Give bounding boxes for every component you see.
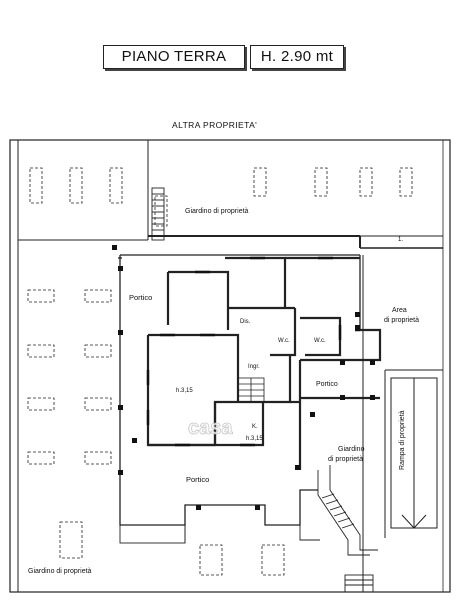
label-garden-property: di proprietà <box>328 456 363 463</box>
label-portico-left: Portico <box>129 293 152 302</box>
label-height-a: h.3,15 <box>176 388 193 394</box>
internal-stair <box>237 377 265 403</box>
label-portico-bottom: Portico <box>186 475 209 484</box>
label-portico-right: Portico <box>316 381 338 388</box>
floor-title: PIANO TERRA <box>103 45 245 69</box>
label-other-property: ALTRA PROPRIETA' <box>172 120 257 130</box>
label-garden: Giardino <box>338 446 365 453</box>
property-boundary <box>9 139 451 593</box>
label-height-b: h.3,15 <box>246 436 263 442</box>
label-wc-1: W.c. <box>278 338 290 344</box>
windows <box>146 256 360 447</box>
label-ingresso: Ingr. <box>248 364 260 370</box>
watermark: casa <box>188 417 233 439</box>
parking-slots <box>27 167 413 576</box>
label-kitchen: K. <box>252 424 258 430</box>
label-ramp: Rampa di proprietà <box>399 410 406 470</box>
floor-height-label: H. 2.90 mt <box>250 45 344 69</box>
label-area: Area <box>392 307 407 314</box>
interior-walls <box>146 256 382 470</box>
garden-stair <box>317 465 378 556</box>
label-garden-bottom: Giardino di proprietà <box>28 568 92 575</box>
label-area-property: di proprietà <box>384 317 419 324</box>
ramp-area <box>362 255 443 592</box>
neighbour-strip <box>18 140 443 249</box>
label-dis: Dis. <box>240 319 251 325</box>
label-wc-2: W.c. <box>314 338 326 344</box>
label-garden-top: Giardino di proprietà <box>185 208 249 215</box>
bottom-details <box>119 524 374 593</box>
columns <box>112 245 375 510</box>
external-stair-top <box>151 187 165 241</box>
label-marker: 1. <box>398 237 403 243</box>
